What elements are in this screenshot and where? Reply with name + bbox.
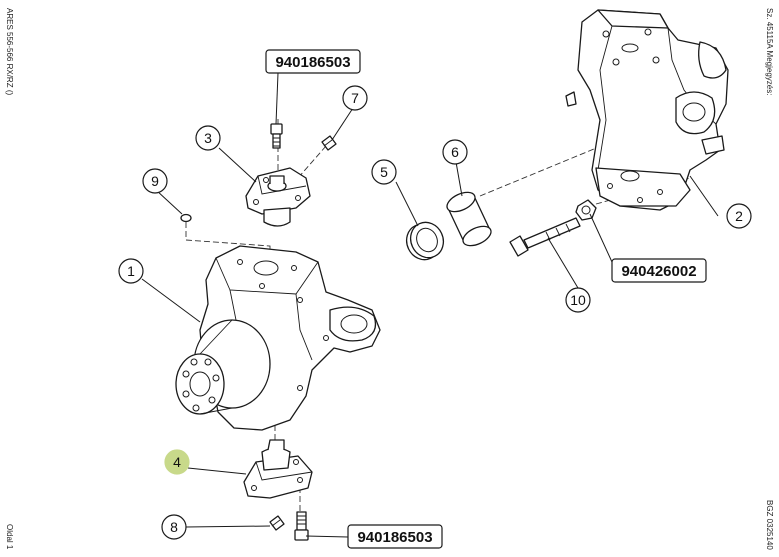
bolt-bottom	[294, 511, 309, 541]
callout-label: 6	[451, 144, 459, 160]
callout-circle	[442, 139, 468, 165]
part-number-frame	[611, 258, 707, 283]
part-long-bolt	[509, 217, 581, 257]
bolt-top	[270, 123, 283, 149]
callout-6[interactable]: 6	[442, 139, 468, 165]
part-number-frame	[265, 49, 361, 74]
part-number-pn-top[interactable]: 940186503	[265, 49, 361, 74]
callout-circle	[371, 159, 397, 185]
callout-circle	[342, 85, 368, 111]
callout-layer: 1 2 3 4 5 6 7 8 9 10	[118, 85, 752, 540]
callout-circle	[195, 125, 221, 151]
part-number-pn-right[interactable]: 940426002	[611, 258, 707, 283]
part-seal	[405, 221, 445, 261]
callout-circle	[565, 287, 591, 313]
part-bushing	[446, 191, 492, 247]
callout-label: 8	[170, 519, 178, 535]
part-axle-housing	[565, 9, 729, 211]
part-steering-knuckle	[175, 245, 381, 431]
callout-label: 1	[127, 263, 135, 279]
callout-label: 9	[151, 173, 159, 189]
leader-lines	[141, 72, 719, 538]
callout-2[interactable]: 2	[726, 203, 752, 229]
callout-circle	[726, 203, 752, 229]
callout-4[interactable]: 4	[164, 449, 190, 475]
callout-circle	[118, 258, 144, 284]
part-number-label: 940426002	[621, 263, 696, 280]
callout-9[interactable]: 9	[142, 168, 168, 194]
callout-1[interactable]: 1	[118, 258, 144, 284]
callout-label: 3	[204, 130, 212, 146]
callout-8[interactable]: 8	[161, 514, 187, 540]
callout-10[interactable]: 10	[565, 287, 591, 313]
callout-label: 2	[735, 208, 743, 224]
callout-3[interactable]: 3	[195, 125, 221, 151]
part-number-layer: 940186503 940426002 940186503	[265, 49, 707, 549]
callout-circle	[161, 514, 187, 540]
plug-9	[180, 213, 192, 223]
part-nut	[575, 199, 597, 221]
callout-label: 10	[570, 292, 586, 308]
callout-5[interactable]: 5	[371, 159, 397, 185]
part-upper-kingpin-cap	[245, 167, 311, 227]
part-number-frame	[347, 524, 443, 549]
part-number-label: 940186503	[357, 529, 432, 546]
callout-label: 5	[380, 164, 388, 180]
callout-label: 7	[351, 90, 359, 106]
part-lower-kingpin-cap	[243, 439, 313, 499]
callout-circle	[142, 168, 168, 194]
grease-fitting-8	[269, 515, 285, 531]
part-number-label: 940186503	[275, 54, 350, 71]
callout-circle	[164, 449, 190, 475]
part-number-pn-bottom[interactable]: 940186503	[347, 524, 443, 549]
callout-label: 4	[173, 454, 181, 470]
callout-7[interactable]: 7	[342, 85, 368, 111]
